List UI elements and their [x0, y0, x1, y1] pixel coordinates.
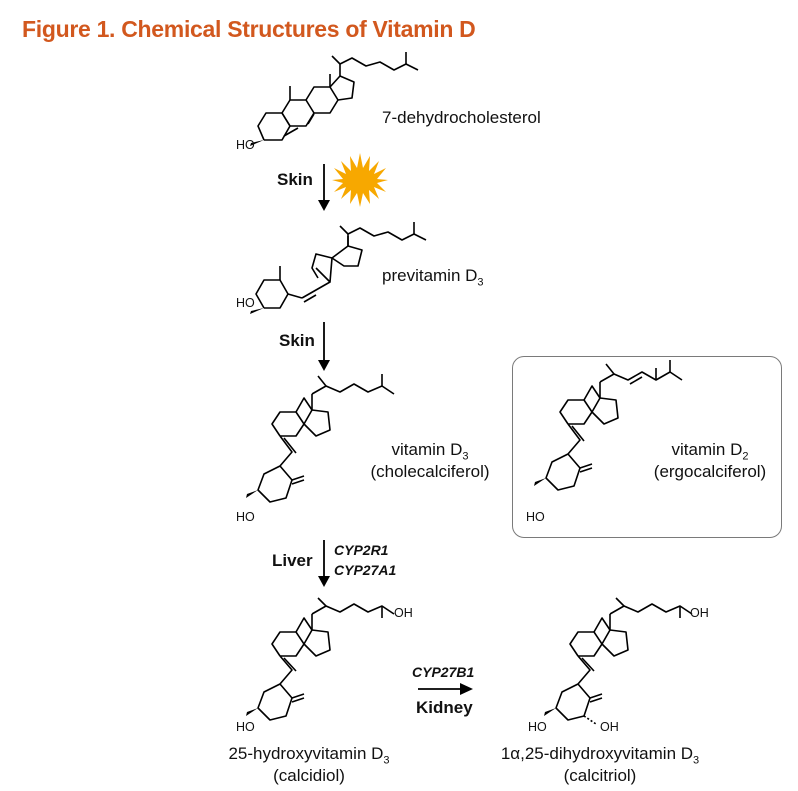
enzyme-cyp27a1: CYP27A1 — [334, 562, 397, 578]
ho-group-label: HO — [236, 296, 255, 310]
label-vitamin-d3: vitamin D3 (cholecalciferol) — [370, 440, 490, 482]
arrow-down-icon — [318, 540, 330, 587]
ho-group-label: HO — [236, 138, 255, 152]
vitamin-d3-structure — [246, 374, 395, 503]
oh-group-label: OH — [394, 606, 413, 620]
arrow-down-icon — [318, 322, 330, 371]
step-label-skin-1: Skin — [277, 170, 313, 189]
vitamin-d2-structure — [534, 360, 683, 491]
arrow-right-icon — [418, 683, 473, 695]
step-label-kidney: Kidney — [416, 698, 473, 717]
ho-group-label: HO — [526, 510, 545, 524]
label-vitamin-d2: vitamin D2 (ergocalciferol) — [653, 440, 767, 482]
calcitriol-structure — [544, 597, 693, 725]
enzyme-cyp27b1: CYP27B1 — [412, 664, 475, 680]
vitamin-d2-box — [512, 356, 782, 538]
ho-group-label: HO — [528, 720, 547, 734]
step-label-skin-2: Skin — [279, 331, 315, 350]
figure-title: Figure 1. Chemical Structures of Vitamin… — [22, 16, 476, 42]
label-dehydrocholesterol: 7-dehydrocholesterol — [382, 108, 541, 127]
arrow-down-icon — [318, 164, 330, 211]
oh-group-label: OH — [690, 606, 709, 620]
ho-group-label: HO — [236, 510, 255, 524]
enzyme-cyp2r1: CYP2R1 — [334, 542, 389, 558]
ho-group-label: HO — [236, 720, 255, 734]
sun-icon — [332, 153, 388, 207]
dehydrocholesterol-structure — [250, 52, 419, 146]
oh-group-label: OH — [600, 720, 619, 734]
previtamin-d3-structure — [250, 222, 427, 314]
step-label-liver: Liver — [272, 551, 313, 570]
calcidiol-structure — [246, 597, 395, 721]
label-previtamin-d3: previtamin D3 — [382, 266, 484, 289]
label-calcitriol: 1α,25-dihydroxyvitamin D3 (calcitriol) — [500, 744, 700, 786]
label-calcidiol: 25-hydroxyvitamin D3 (calcidiol) — [228, 744, 390, 786]
